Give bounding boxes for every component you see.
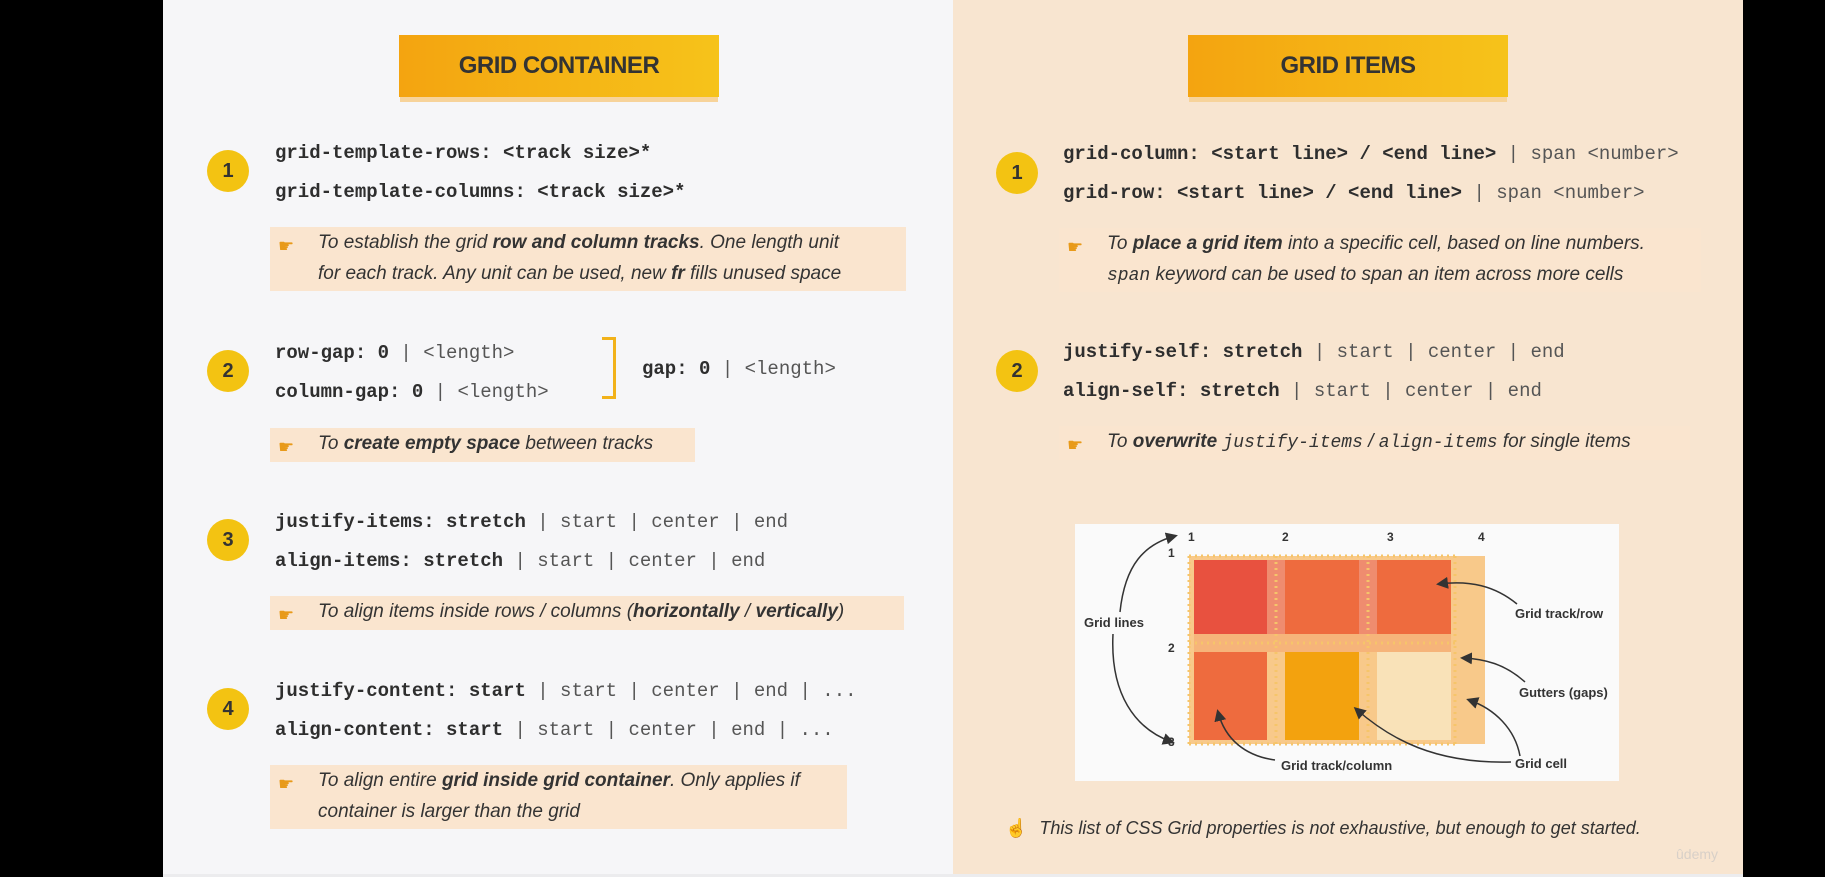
step-badge-1: 1 xyxy=(207,150,249,192)
label-grid-lines: Grid lines xyxy=(1084,615,1144,630)
justify-self-line: justify-self: stretch | start | center |… xyxy=(1063,341,1565,363)
gap-r1-2 xyxy=(1359,560,1377,634)
pointing-hand-icon: ☛ xyxy=(278,437,295,457)
step-badge-2: 2 xyxy=(207,350,249,392)
udemy-watermark: ûdemy xyxy=(1676,846,1719,862)
row-num-1: 1 xyxy=(1168,546,1175,560)
step-badge-3: 3 xyxy=(207,519,249,561)
item-step-badge-1: 1 xyxy=(996,152,1038,194)
cell-r1c2 xyxy=(1285,560,1359,634)
justify-content-line: justify-content: start | start | center … xyxy=(275,680,857,702)
row-gap-line: row-gap: 0 | <length> xyxy=(275,342,515,364)
grid-row-line: grid-row: <start line> / <end line> | sp… xyxy=(1063,182,1645,204)
note-place-item: ☛ To place a grid item into a specific c… xyxy=(1059,228,1701,292)
cell-r1c3 xyxy=(1377,560,1451,634)
col-num-2: 2 xyxy=(1282,530,1289,544)
cell-r2c1 xyxy=(1194,652,1267,740)
label-gutters: Gutters (gaps) xyxy=(1519,685,1608,700)
grid-template-rows-line: grid-template-rows: <track size>* xyxy=(275,142,652,164)
step-badge-4: 4 xyxy=(207,688,249,730)
annotation-arrows xyxy=(1112,532,1526,763)
pointing-hand-icon: ☛ xyxy=(1067,237,1084,257)
grid-container-title: GRID CONTAINER xyxy=(399,35,719,97)
grid-lines-dotted xyxy=(1187,554,1457,746)
column-gap-line: column-gap: 0 | <length> xyxy=(275,381,549,403)
bracket xyxy=(602,337,616,399)
gap-r1-1 xyxy=(1267,560,1285,634)
pointing-up-hand-icon: ☝ xyxy=(1005,818,1028,838)
align-items-line: align-items: stretch | start | center | … xyxy=(275,550,766,572)
label-track-row: Grid track/row xyxy=(1515,606,1604,621)
note-align-content: ☛ To align entire grid inside grid conta… xyxy=(270,765,847,829)
grid-diagram: 1 2 3 4 1 2 3 Grid lines Grid track/row … xyxy=(1075,524,1619,781)
cell-r2c2 xyxy=(1285,652,1359,740)
grid-items-title: GRID ITEMS xyxy=(1188,35,1508,97)
pointing-hand-icon: ☛ xyxy=(278,236,295,256)
col-num-1: 1 xyxy=(1188,530,1195,544)
note-align-items: ☛ To align items inside rows / columns (… xyxy=(270,596,904,630)
pointing-hand-icon: ☛ xyxy=(278,605,295,625)
pointing-hand-icon: ☛ xyxy=(278,774,295,794)
cell-r1c1 xyxy=(1194,560,1267,634)
col-num-3: 3 xyxy=(1387,530,1394,544)
grid-column-line: grid-column: <start line> / <end line> |… xyxy=(1063,143,1679,165)
col-num-4: 4 xyxy=(1478,530,1485,544)
row-num-2: 2 xyxy=(1168,641,1175,655)
pointing-hand-icon: ☛ xyxy=(1067,435,1084,455)
label-track-column: Grid track/column xyxy=(1281,758,1392,773)
item-step-badge-2: 2 xyxy=(996,350,1038,392)
gap-line: gap: 0 | <length> xyxy=(642,358,836,380)
label-grid-cell: Grid cell xyxy=(1515,756,1567,771)
grid-template-columns-line: grid-template-columns: <track size>* xyxy=(275,181,686,203)
cell-r2c3 xyxy=(1377,652,1451,740)
align-self-line: align-self: stretch | start | center | e… xyxy=(1063,380,1542,402)
note-empty-space: ☛ To create empty space between tracks xyxy=(270,428,695,462)
footer-note: ☝This list of CSS Grid properties is not… xyxy=(1005,818,1641,838)
note-tracks: ☛ To establish the grid row and column t… xyxy=(270,227,906,291)
grid-diagram-svg: 1 2 3 4 1 2 3 Grid lines Grid track/row … xyxy=(1084,530,1608,773)
justify-items-line: justify-items: stretch | start | center … xyxy=(275,511,789,533)
bottom-strip xyxy=(163,874,1743,877)
note-overwrite: ☛ To overwrite justify-items / align-ite… xyxy=(1059,426,1690,460)
align-content-line: align-content: start | start | center | … xyxy=(275,719,834,741)
